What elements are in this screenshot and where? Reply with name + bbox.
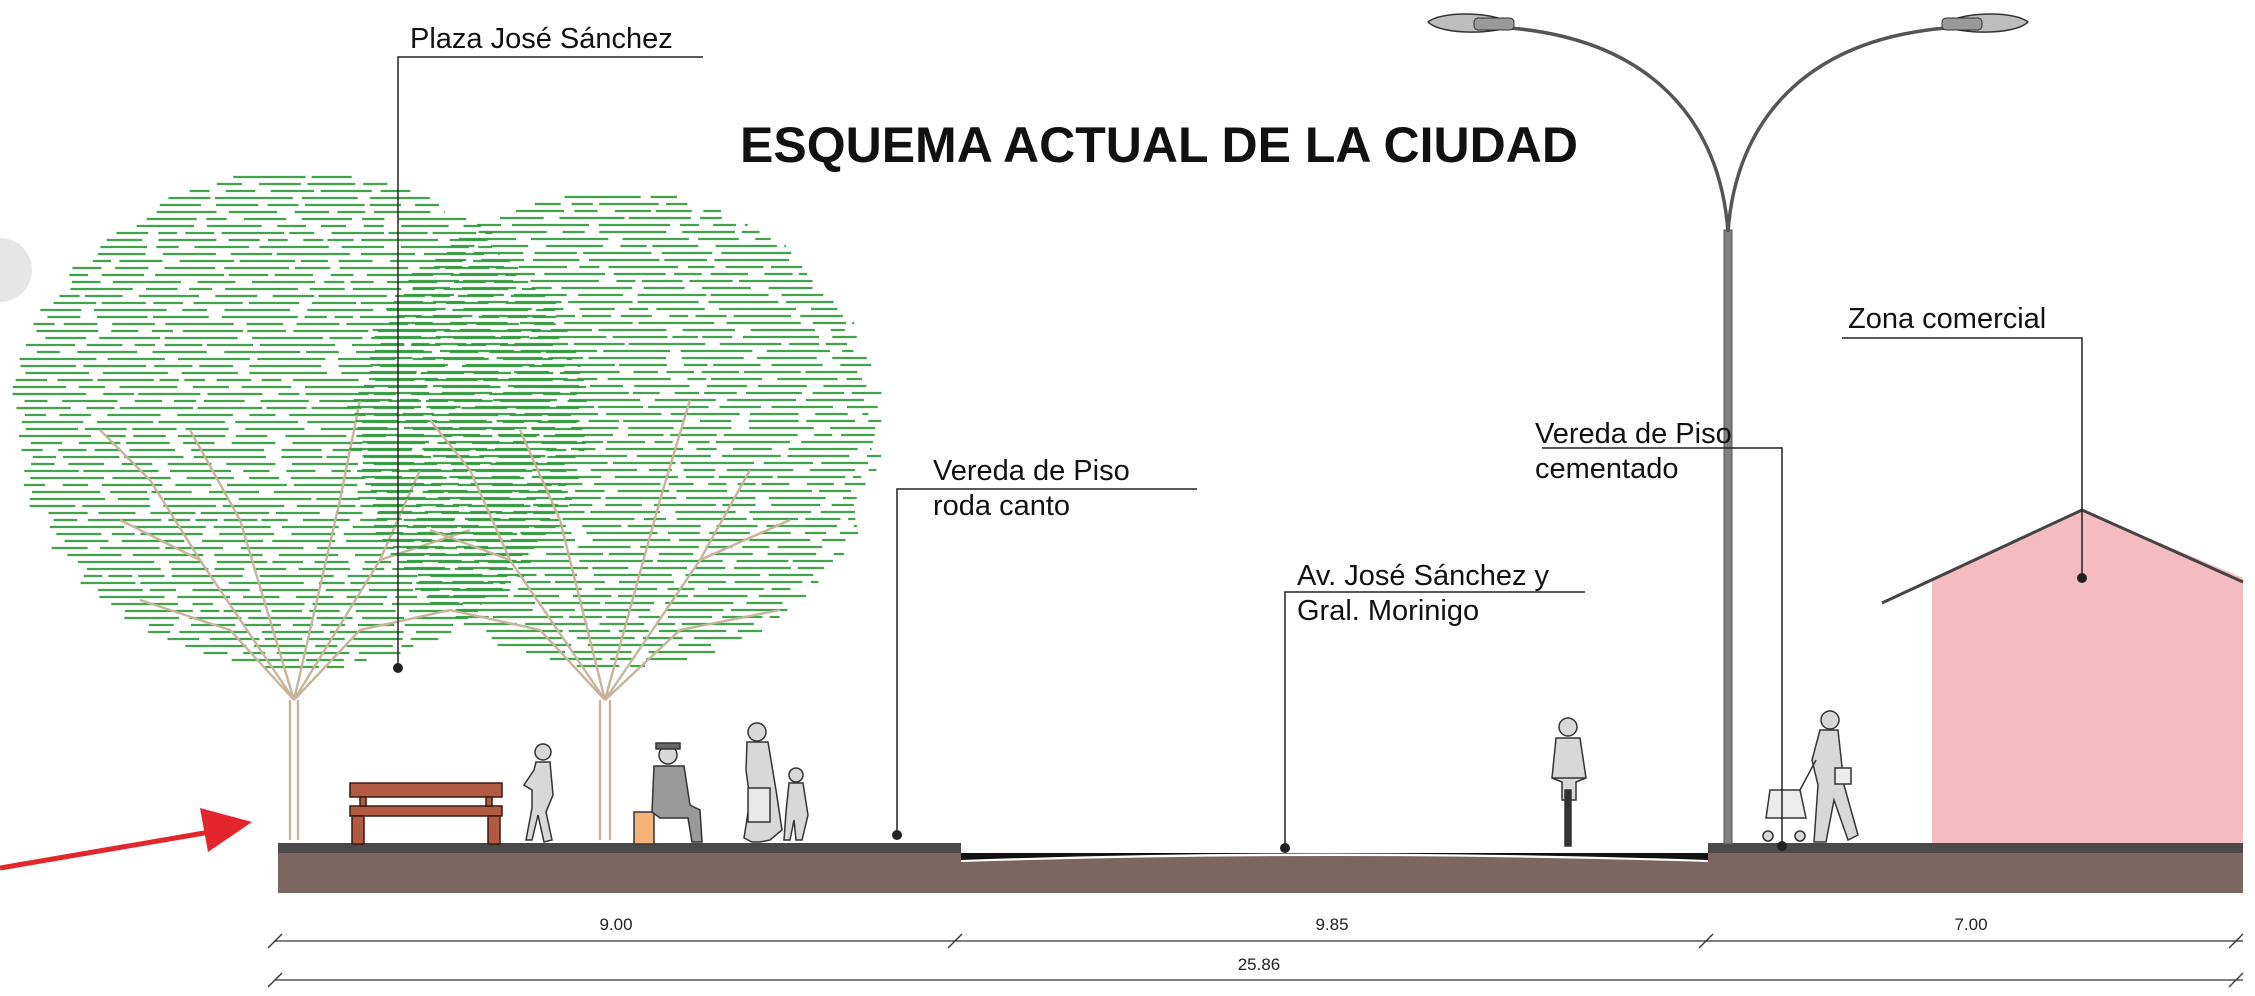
vereda-roda-label-1: Vereda de Piso (933, 455, 1130, 487)
avenida-label-1: Av. José Sánchez y (1297, 560, 1550, 592)
red-arrow (0, 808, 252, 871)
person-sitting-elderly (633, 742, 703, 845)
sidewalk-left-surface (278, 843, 961, 853)
label-zona-comercial: Zona comercial (1842, 303, 2087, 583)
person-cyclist (1551, 717, 1587, 847)
vereda-cementado-label-1: Vereda de Piso (1535, 418, 1732, 450)
vereda-roda-label-2: roda canto (933, 490, 1070, 522)
dimension-road: 9.85 (1315, 915, 1348, 934)
ground-base (278, 853, 2243, 893)
zona-comercial-label: Zona comercial (1848, 303, 2046, 335)
edge-circle (0, 238, 32, 302)
bench (349, 782, 503, 845)
label-vereda-cementado: Vereda de Piso cementado (1535, 418, 1787, 851)
avenida-label-2: Gral. Morinigo (1297, 595, 1479, 627)
person-with-stroller (1762, 710, 1859, 843)
commercial-building (1881, 508, 2244, 843)
dimension-plaza: 9.00 (599, 915, 632, 934)
dimension-commercial: 7.00 (1954, 915, 1987, 934)
person-adult-with-child (743, 722, 809, 843)
sidewalk-right-surface (1708, 843, 2243, 853)
branches-right (429, 399, 791, 840)
plaza-label: Plaza José Sánchez (410, 23, 673, 55)
street-lamp (1426, 13, 2030, 845)
road-surface (961, 853, 1708, 860)
vereda-cementado-label-2: cementado (1535, 453, 1679, 485)
tree-left (12, 175, 587, 840)
person-child-running (522, 743, 554, 843)
dimension-total: 25.86 (1238, 955, 1281, 974)
branches-left (99, 399, 471, 840)
label-avenida: Av. José Sánchez y Gral. Morinigo (1280, 560, 1585, 853)
dimension-lines (267, 933, 2244, 988)
tree-right (347, 195, 882, 840)
diagram-title: ESQUEMA ACTUAL DE LA CIUDAD (740, 117, 1578, 173)
label-vereda-roda: Vereda de Piso roda canto (892, 455, 1197, 840)
label-plaza: Plaza José Sánchez (393, 23, 703, 673)
